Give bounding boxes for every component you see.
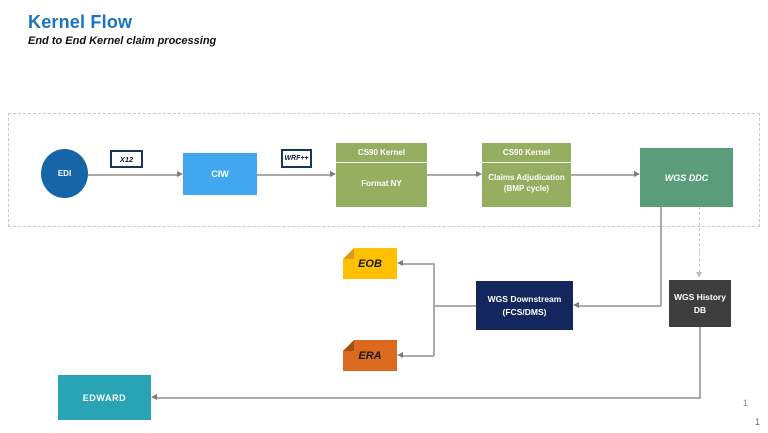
- node-wrf-tag: WRF++: [281, 149, 312, 168]
- node-x12-label: X12: [119, 154, 134, 164]
- arrowhead-left-icon: [397, 352, 403, 358]
- page-number: 1: [743, 398, 749, 408]
- node-wgs-history-line1: WGS History: [674, 292, 726, 303]
- node-wgs-history-db: WGS History DB: [669, 280, 731, 327]
- arrowhead-down-icon: [696, 272, 702, 278]
- connector-junction-era: [403, 355, 434, 357]
- node-ciw-label: CIW: [211, 169, 229, 179]
- node-wrf-label: WRF++: [284, 155, 309, 162]
- connector-cs90-cs90: [427, 174, 477, 176]
- connector-ciw-cs90: [257, 174, 331, 176]
- connector-junction-vertical: [433, 263, 435, 356]
- node-edi: EDI: [41, 149, 88, 198]
- node-cs90-format-ny: CS90 Kernel Format NY: [336, 143, 427, 207]
- node-edward-label: EDWARD: [82, 392, 127, 403]
- folded-corner-icon: [343, 340, 354, 351]
- node-cs90-claims-adjudication: CS90 Kernel Claims Adjudication (BMP cyc…: [482, 143, 571, 207]
- node-x12-tag: X12: [110, 150, 143, 168]
- node-ciw: CIW: [183, 153, 257, 195]
- arrowhead-left-icon: [397, 260, 403, 266]
- connector-downstream-junction: [433, 305, 476, 307]
- connector-ddc-downstream-horizontal: [579, 305, 661, 307]
- page-number-secondary: 1: [755, 417, 761, 427]
- node-edward: EDWARD: [58, 375, 151, 420]
- page-subtitle: End to End Kernel claim processing: [28, 35, 217, 47]
- connector-ddc-downstream-vertical: [660, 207, 662, 306]
- node-eob-label: EOB: [358, 257, 382, 270]
- arrowhead-right-icon: [177, 171, 183, 177]
- connector-history-edward-horizontal: [157, 397, 701, 399]
- node-cs90-format-body: Format NY: [361, 178, 402, 188]
- connector-edi-ciw: [88, 174, 178, 176]
- node-wgs-history-line2: DB: [693, 304, 707, 315]
- kernel-lane-container: [8, 113, 760, 227]
- node-cs90-claims-body-line2: (BMP cycle): [503, 184, 550, 193]
- arrowhead-right-icon: [330, 171, 336, 177]
- node-wgs-downstream-line1: WGS Downstream: [487, 293, 562, 304]
- node-cs90-claims-body-line1: Claims Adjudication: [488, 173, 565, 183]
- node-wgs-downstream: WGS Downstream (FCS/DMS): [476, 281, 573, 330]
- arrowhead-left-icon: [573, 302, 579, 308]
- page-title: Kernel Flow: [28, 12, 133, 32]
- connector-cs90-ddc: [571, 174, 635, 176]
- node-wgs-ddc-label: WGS DDC: [664, 172, 709, 183]
- node-edi-label: EDI: [57, 169, 72, 178]
- node-cs90-claims-header: CS90 Kernel: [482, 143, 571, 163]
- connector-junction-eob: [403, 263, 434, 265]
- node-cs90-format-header: CS90 Kernel: [336, 143, 427, 163]
- node-eob: EOB: [343, 248, 397, 279]
- connector-history-edward-vertical: [699, 327, 701, 398]
- connector-ddc-history-dashed: [699, 207, 700, 272]
- arrowhead-right-icon: [476, 171, 482, 177]
- folded-corner-icon: [343, 248, 354, 259]
- node-era: ERA: [343, 340, 397, 371]
- node-wgs-downstream-line2: (FCS/DMS): [502, 306, 547, 317]
- node-era-label: ERA: [358, 349, 382, 362]
- node-wgs-ddc: WGS DDC: [640, 148, 733, 207]
- arrowhead-right-icon: [634, 171, 640, 177]
- arrowhead-left-icon: [151, 394, 157, 400]
